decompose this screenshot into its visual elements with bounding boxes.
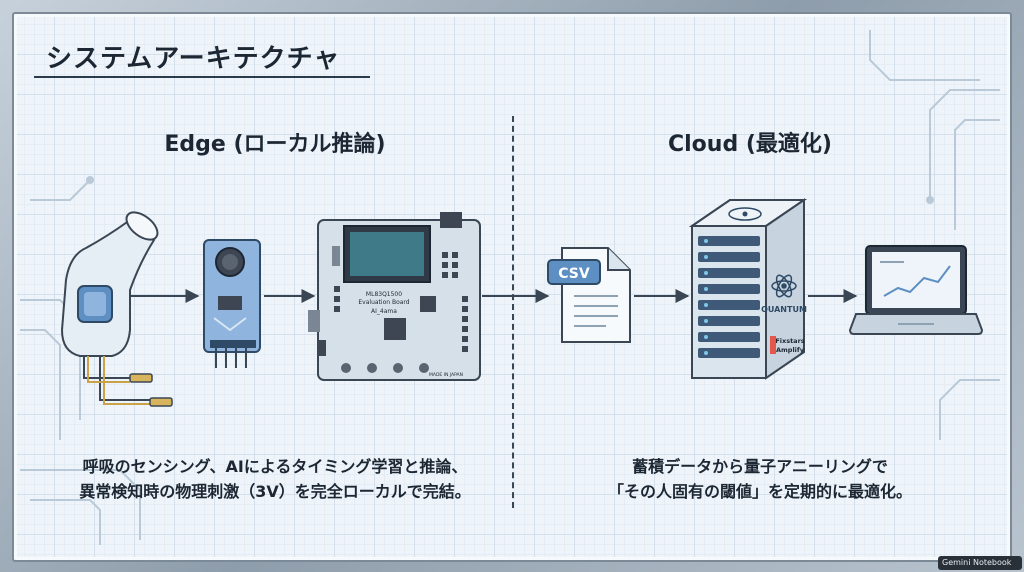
circuit-traces-left [20,176,141,545]
board-name-label: AI_4ama [371,308,397,315]
footer-badge: Gemini Notebook [938,556,1022,570]
board-model-label: ML83Q1500 [366,291,402,298]
brand-line2: Amplify [776,346,805,354]
edge-caption: 呼吸のセンシング、AIによるタイミング学習と推論、 異常検知時の物理刺激（3V）… [40,454,510,504]
atom-icon [771,274,797,298]
breathing-mask-icon [60,211,173,407]
quantum-server-icon: QUANTUM Fixstars Amplify [688,198,808,380]
cloud-heading: Cloud (最適化) [668,132,832,157]
cloud-caption: 蓄積データから量子アニーリングで 「その人固有の閾値」を定期的に最適化。 [540,454,980,504]
csv-file-icon: CSV [547,247,631,343]
edge-heading: Edge (ローカル推論) [164,132,386,157]
cloud-caption-line2: 「その人固有の閾値」を定期的に最適化。 [607,482,912,501]
section-divider [512,116,514,508]
page-title: システムアーキテクチャ [46,44,341,74]
edge-caption-line1: 呼吸のセンシング、AIによるタイミング学習と推論、 [82,457,468,476]
edge-caption-line2: 異常検知時の物理刺激（3V）を完全ローカルで完結。 [79,482,471,501]
title-underline [34,76,370,78]
laptop-chart-icon [848,245,984,335]
board-type-label: Evaluation Board [358,299,409,306]
sensor-module-icon [203,239,261,368]
board-made-label: MADE IN JAPAN [429,372,463,378]
quantum-label: QUANTUM [761,305,807,314]
brand-line1: Fixstars [775,337,804,345]
csv-label: CSV [558,266,590,282]
evaluation-board-icon: ML83Q1500 Evaluation Board AI_4ama MADE … [308,212,481,381]
cloud-caption-line1: 蓄積データから量子アニーリングで [632,457,888,476]
circuit-traces-right [869,30,1000,440]
